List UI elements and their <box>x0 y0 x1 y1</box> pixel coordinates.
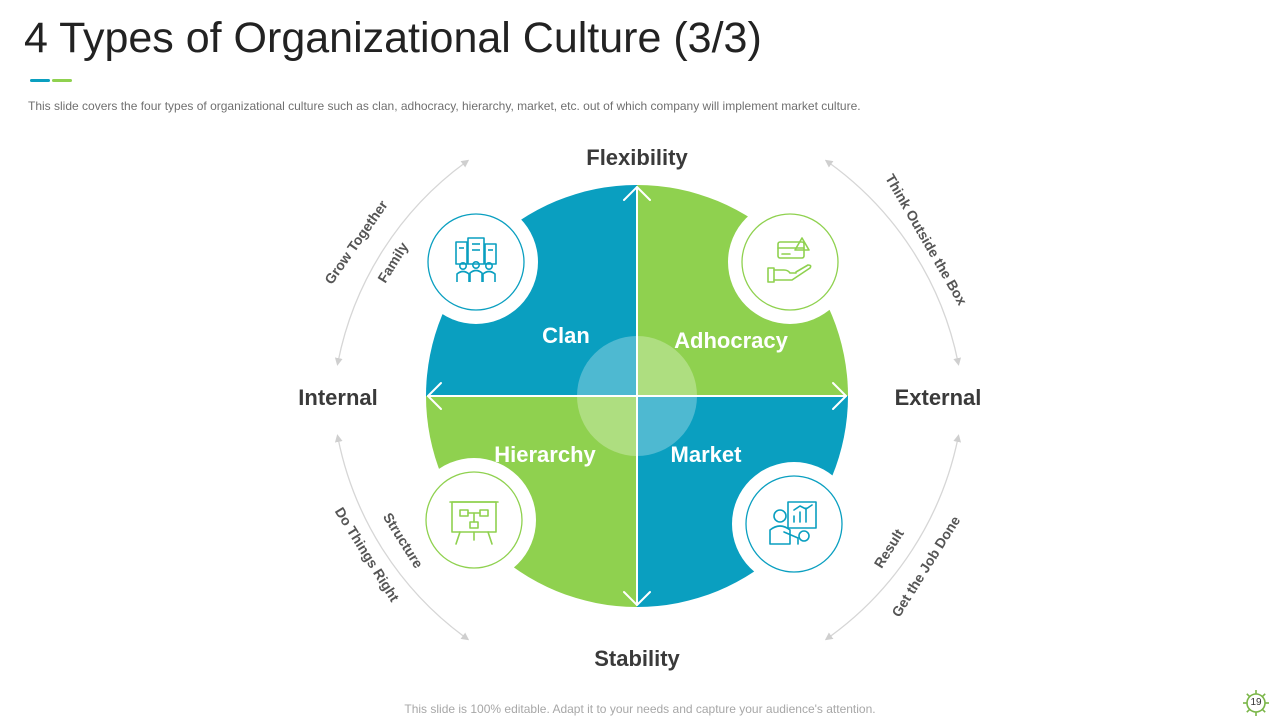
market-label: Market <box>671 442 743 467</box>
adhocracy-label: Adhocracy <box>674 328 788 353</box>
arc-label-family: Family <box>374 239 411 285</box>
arc-label-think-outside: Think Outside the Box <box>882 171 970 308</box>
hierarchy-label: Hierarchy <box>494 442 596 467</box>
team-building-icon <box>455 237 497 282</box>
presentation-person-icon <box>769 501 817 545</box>
title-accent-blue <box>30 79 50 82</box>
axis-label-external: External <box>895 385 982 410</box>
clan-label: Clan <box>542 323 590 348</box>
footer-note: This slide is 100% editable. Adapt it to… <box>404 702 876 716</box>
axis-arrow-left <box>427 382 442 410</box>
title-accent-green <box>52 79 72 82</box>
axis-label-flexibility: Flexibility <box>586 145 688 170</box>
clan-quadrant <box>426 185 637 396</box>
market-icon-ring <box>745 475 843 573</box>
axis-cross <box>427 186 847 606</box>
arc-top-left <box>334 159 470 366</box>
axis-label-stability: Stability <box>594 646 680 671</box>
slide-description: This slide covers the four types of orga… <box>28 99 861 113</box>
page-number-badge: 19 <box>1241 688 1271 718</box>
axis-arrow-up <box>623 186 651 201</box>
arc-label-result: Result <box>871 526 907 571</box>
axis-arrow-right <box>832 382 847 410</box>
payment-card-hand-icon <box>767 237 812 283</box>
axis-arrow-down <box>623 591 651 606</box>
page-number: 19 <box>1250 697 1262 708</box>
flowchart-board-icon <box>449 501 499 545</box>
outer-arcs <box>334 159 962 641</box>
axis-label-internal: Internal <box>298 385 377 410</box>
page-title: 4 Types of Organizational Culture (3/3) <box>24 14 762 62</box>
arc-bottom-left <box>334 434 470 641</box>
gear-icon <box>1243 690 1269 716</box>
arc-bottom-right <box>824 434 962 641</box>
arc-label-get-job-done: Get the Job Done <box>888 513 963 620</box>
arc-top-right <box>824 159 962 366</box>
adhocracy-icon-ring <box>741 213 839 311</box>
